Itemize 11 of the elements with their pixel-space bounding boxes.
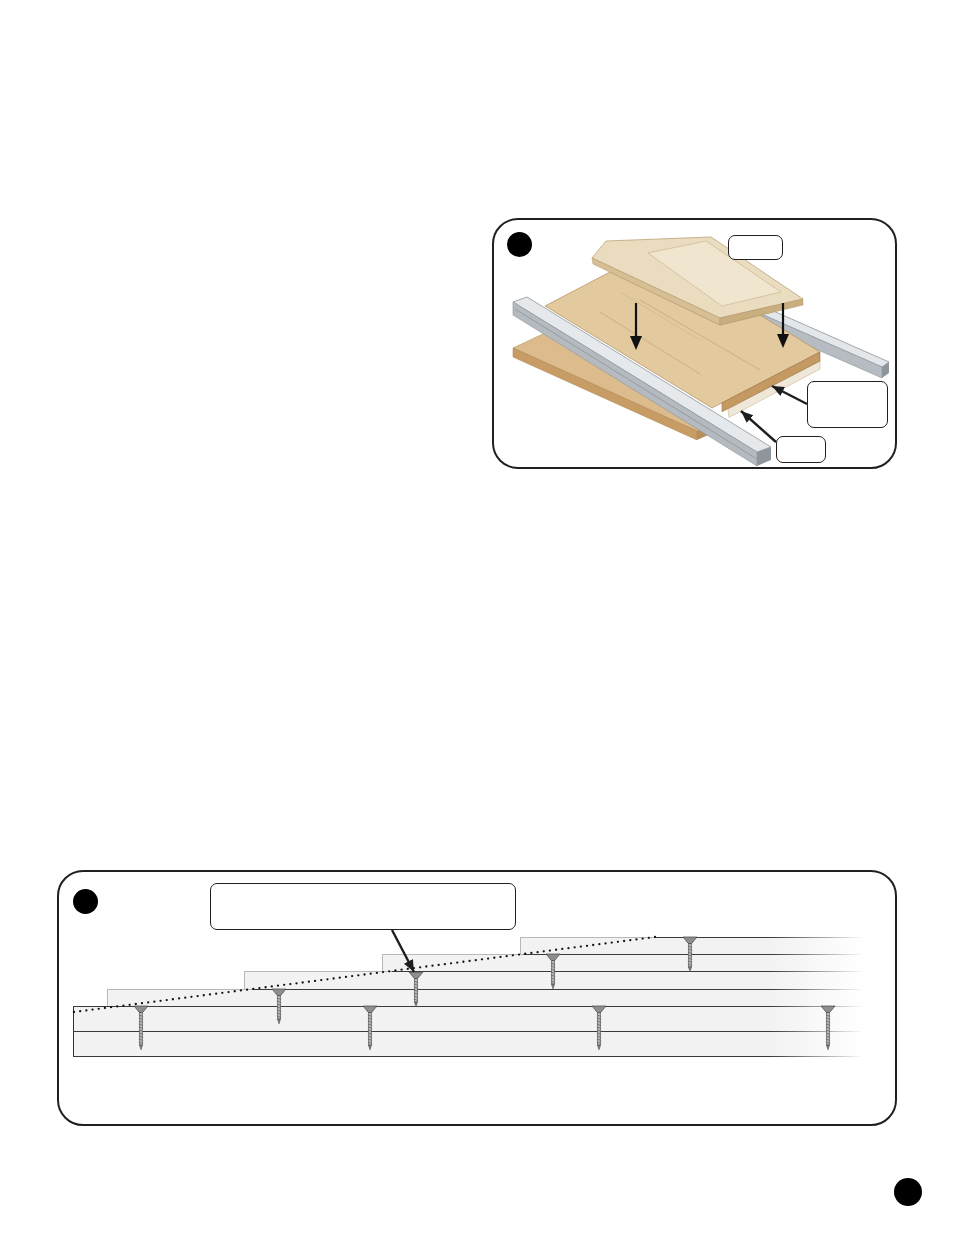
frame-edge <box>721 351 821 413</box>
instruction-panel <box>57 870 897 1126</box>
instruction-panel <box>492 218 897 469</box>
callout-box <box>807 381 888 428</box>
leader-arrow <box>390 929 416 973</box>
leader-arrow <box>771 384 808 406</box>
leader-arrow <box>740 410 777 443</box>
callout-box <box>728 235 783 260</box>
screw <box>408 971 424 1008</box>
callout-box <box>776 436 826 463</box>
callout-box <box>210 883 516 930</box>
